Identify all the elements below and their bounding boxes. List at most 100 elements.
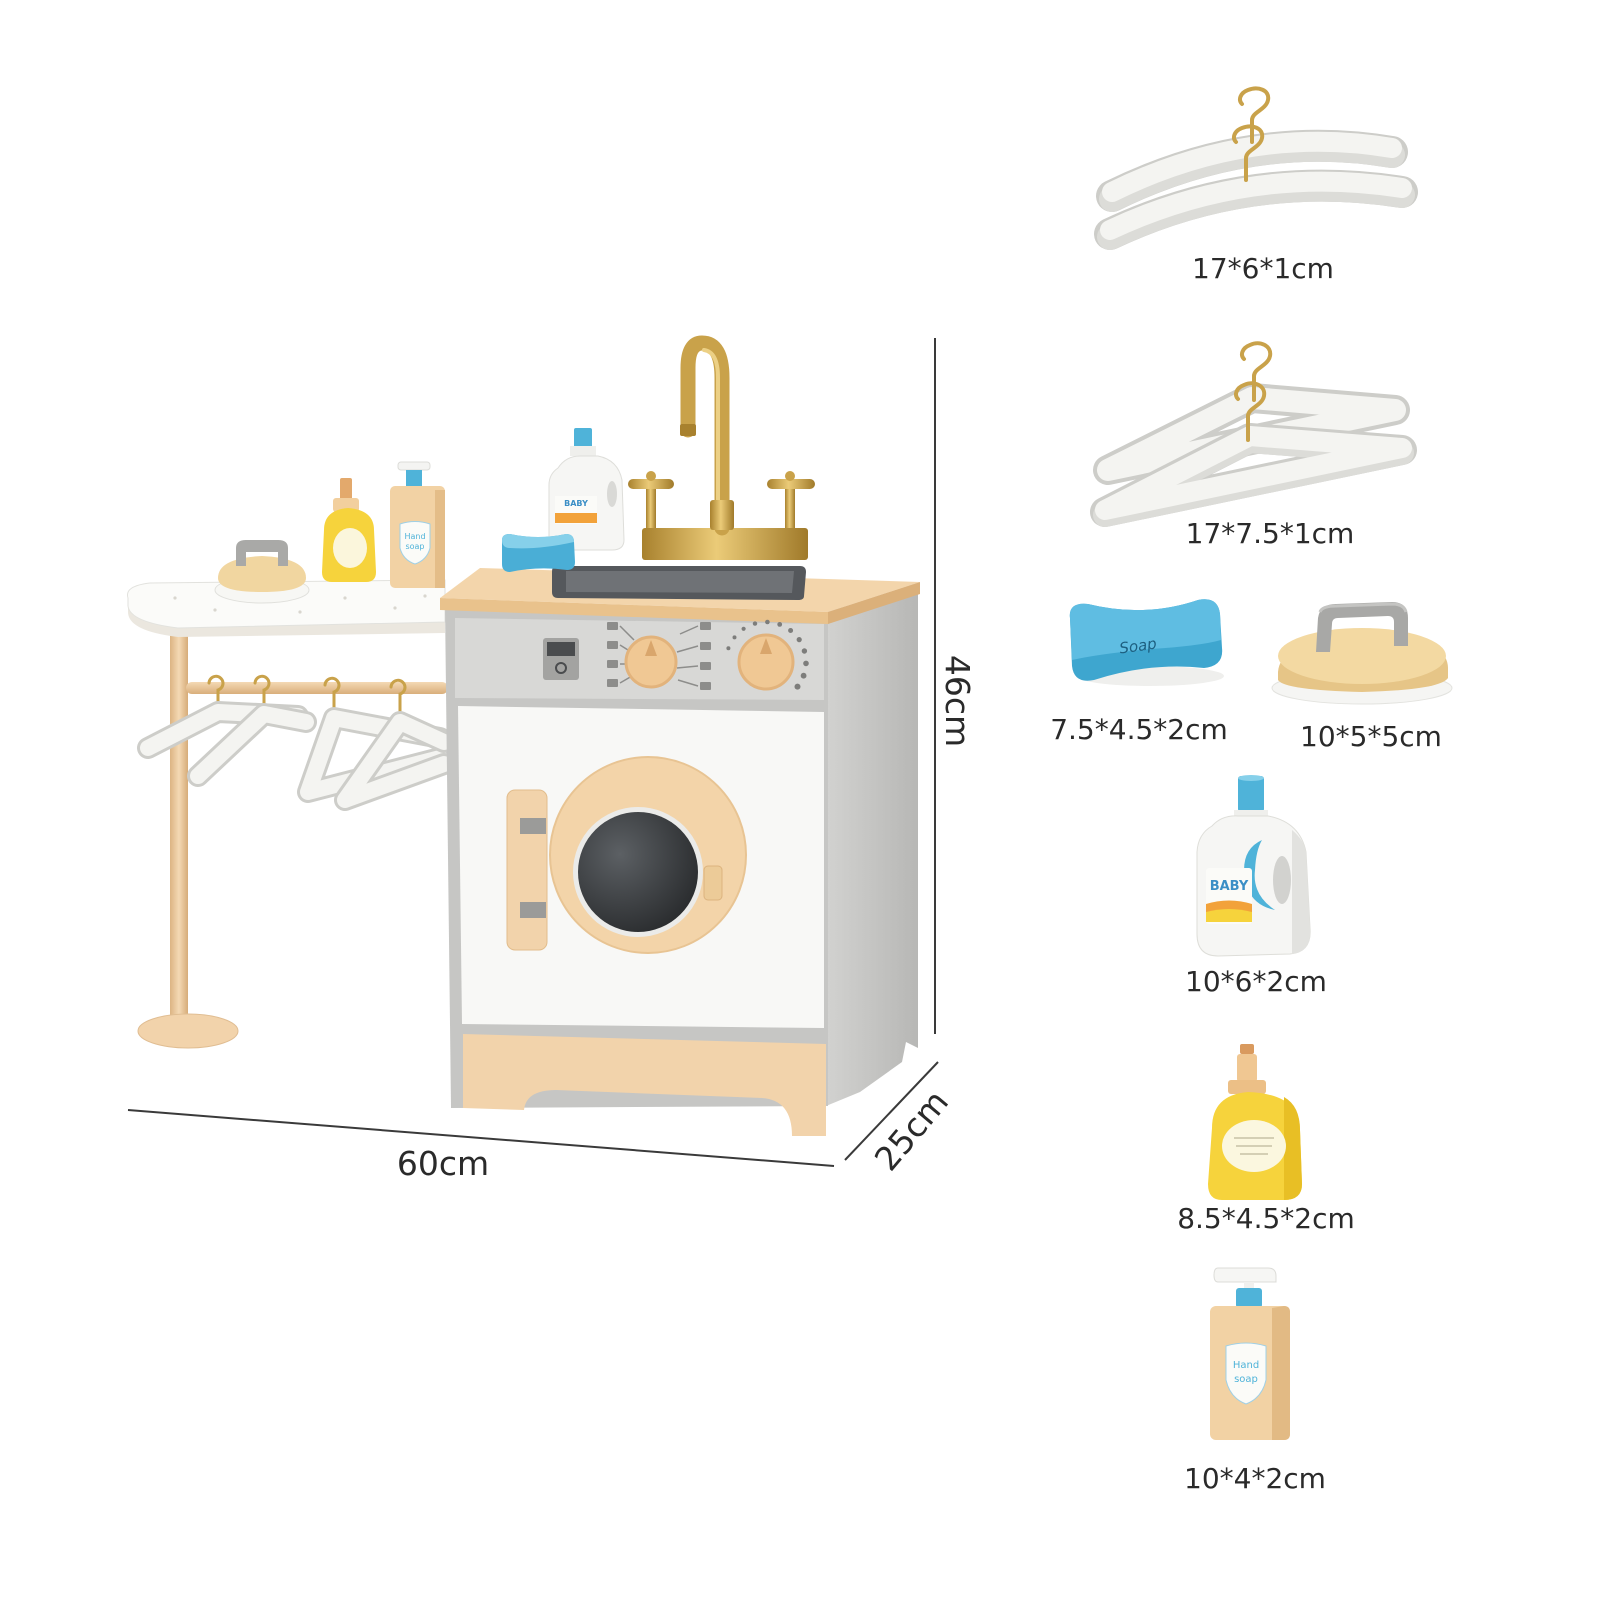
door-window bbox=[578, 812, 698, 932]
counter-soap-bar bbox=[502, 534, 575, 572]
washer-display bbox=[543, 638, 579, 680]
faucet-spout bbox=[680, 335, 730, 536]
iron-handle-highlight bbox=[1318, 602, 1408, 613]
faucet-tip bbox=[680, 424, 696, 436]
accessories: 17*6*1cm 17*7.5*1cm Soap 7.5*4.5*2cm bbox=[1050, 86, 1453, 1495]
program-icon bbox=[607, 641, 618, 649]
hand-soap-bottle-size-label: 10*4*2cm bbox=[1184, 1462, 1326, 1495]
triangle-hangers: 17*7.5*1cm bbox=[1090, 341, 1417, 550]
door-handle bbox=[703, 865, 723, 901]
width-line bbox=[127, 1109, 835, 1167]
cabinet-base bbox=[463, 1034, 826, 1136]
faucet bbox=[628, 335, 815, 560]
sink-inner bbox=[566, 571, 794, 593]
detergent-cap bbox=[574, 428, 592, 448]
pump-body-side bbox=[1272, 1306, 1290, 1440]
knob-pointer bbox=[645, 640, 657, 656]
soap-bar: Soap 7.5*4.5*2cm bbox=[1050, 599, 1228, 746]
pump-head bbox=[397, 461, 431, 471]
triangle-hangers-size-label: 17*7.5*1cm bbox=[1186, 517, 1355, 550]
flat-hangers-size-label: 17*6*1cm bbox=[1192, 252, 1334, 285]
program-indicator-lines bbox=[619, 625, 699, 687]
pump-collar bbox=[1236, 1288, 1262, 1308]
spray-collar bbox=[333, 498, 359, 512]
left-tap-cap bbox=[646, 471, 656, 481]
soap-top bbox=[1069, 599, 1221, 660]
depth-line bbox=[844, 1061, 939, 1161]
detergent-label-wave bbox=[1206, 909, 1252, 922]
display-screen bbox=[547, 642, 575, 656]
hook-icon bbox=[1234, 381, 1267, 442]
detergent-cap bbox=[1238, 776, 1264, 812]
spray-pump bbox=[1237, 1054, 1257, 1082]
depth-label: 25cm bbox=[867, 1082, 956, 1178]
program-knob bbox=[624, 635, 678, 689]
hook-icon bbox=[1238, 86, 1271, 144]
spray-nozzle bbox=[1240, 1044, 1254, 1054]
hook-icon bbox=[1240, 341, 1273, 402]
spray-nozzle bbox=[340, 478, 352, 500]
detergent-cap-top bbox=[1238, 775, 1264, 781]
detergent-label-text: BABY bbox=[564, 499, 588, 508]
door-hinge-panel bbox=[506, 789, 548, 951]
detergent-handle bbox=[1273, 856, 1291, 904]
program-icon bbox=[700, 682, 711, 690]
program-icon bbox=[700, 662, 711, 670]
width-label: 60cm bbox=[397, 1144, 489, 1183]
hanging-hangers bbox=[137, 674, 455, 811]
detergent-label-band bbox=[555, 513, 597, 523]
detergent-label-text: BABY bbox=[1210, 879, 1249, 894]
pump-stem bbox=[1244, 1282, 1254, 1290]
hand-soap-bottle: Hand soap 10*4*2cm bbox=[1184, 1267, 1326, 1495]
pump-body-side bbox=[435, 490, 445, 588]
spray-bottle: 8.5*4.5*2cm bbox=[1177, 1044, 1355, 1235]
table-iron bbox=[214, 540, 310, 604]
knob-scale-dots bbox=[726, 619, 809, 690]
detergent-bottle-size-label: 10*6*2cm bbox=[1185, 965, 1327, 998]
hanger-face bbox=[190, 706, 314, 784]
iron-handle bbox=[236, 540, 288, 566]
side-table bbox=[126, 579, 448, 1049]
hanger-face bbox=[337, 714, 452, 808]
hanger-front-face bbox=[1100, 171, 1412, 240]
table-pole bbox=[170, 630, 188, 1028]
hand-soap-label-text: soap bbox=[405, 542, 424, 551]
countertop-front-edge bbox=[440, 598, 828, 624]
hook-icon bbox=[1232, 124, 1265, 182]
faucet-highlight bbox=[702, 348, 720, 522]
table-base bbox=[137, 1013, 239, 1049]
right-tap-cap bbox=[785, 471, 795, 481]
pump-collar bbox=[406, 470, 422, 486]
program-icon bbox=[607, 622, 618, 630]
hanger-back-face bbox=[1102, 131, 1402, 202]
soap-bar-size-label: 7.5*4.5*2cm bbox=[1050, 713, 1228, 746]
detergent-body-side bbox=[1292, 830, 1311, 954]
hook-icon bbox=[323, 676, 341, 712]
countertop-side-edge bbox=[828, 582, 920, 624]
spray-label bbox=[333, 528, 367, 568]
faucet-base bbox=[642, 528, 808, 560]
hand-soap-label-text: soap bbox=[1234, 1374, 1258, 1385]
hook-icon bbox=[389, 678, 407, 716]
flat-hangers: 17*6*1cm bbox=[1094, 86, 1418, 285]
faucet-stem bbox=[710, 500, 734, 530]
knob-right bbox=[737, 633, 795, 691]
iron-handle bbox=[1316, 602, 1408, 652]
detergent-bottle: BABY 10*6*2cm bbox=[1185, 775, 1327, 998]
program-icon bbox=[607, 660, 618, 668]
knob-pointer bbox=[760, 638, 772, 654]
hanging-rod bbox=[186, 682, 448, 694]
iron-size-label: 10*5*5cm bbox=[1300, 720, 1442, 753]
washer-cabinet: BABY bbox=[440, 335, 920, 1136]
hook-icon bbox=[207, 674, 225, 708]
hand-soap-label-text: Hand bbox=[404, 532, 425, 541]
soap-top bbox=[502, 534, 574, 549]
laundry-play-set: Hand soap bbox=[126, 335, 920, 1136]
knob-left bbox=[624, 635, 678, 689]
hand-soap-label-text: Hand bbox=[1233, 1360, 1259, 1371]
program-icon bbox=[607, 679, 618, 687]
detergent-neck bbox=[1234, 810, 1268, 820]
hand-soap-label bbox=[399, 521, 431, 565]
detergent-handle bbox=[607, 481, 617, 507]
